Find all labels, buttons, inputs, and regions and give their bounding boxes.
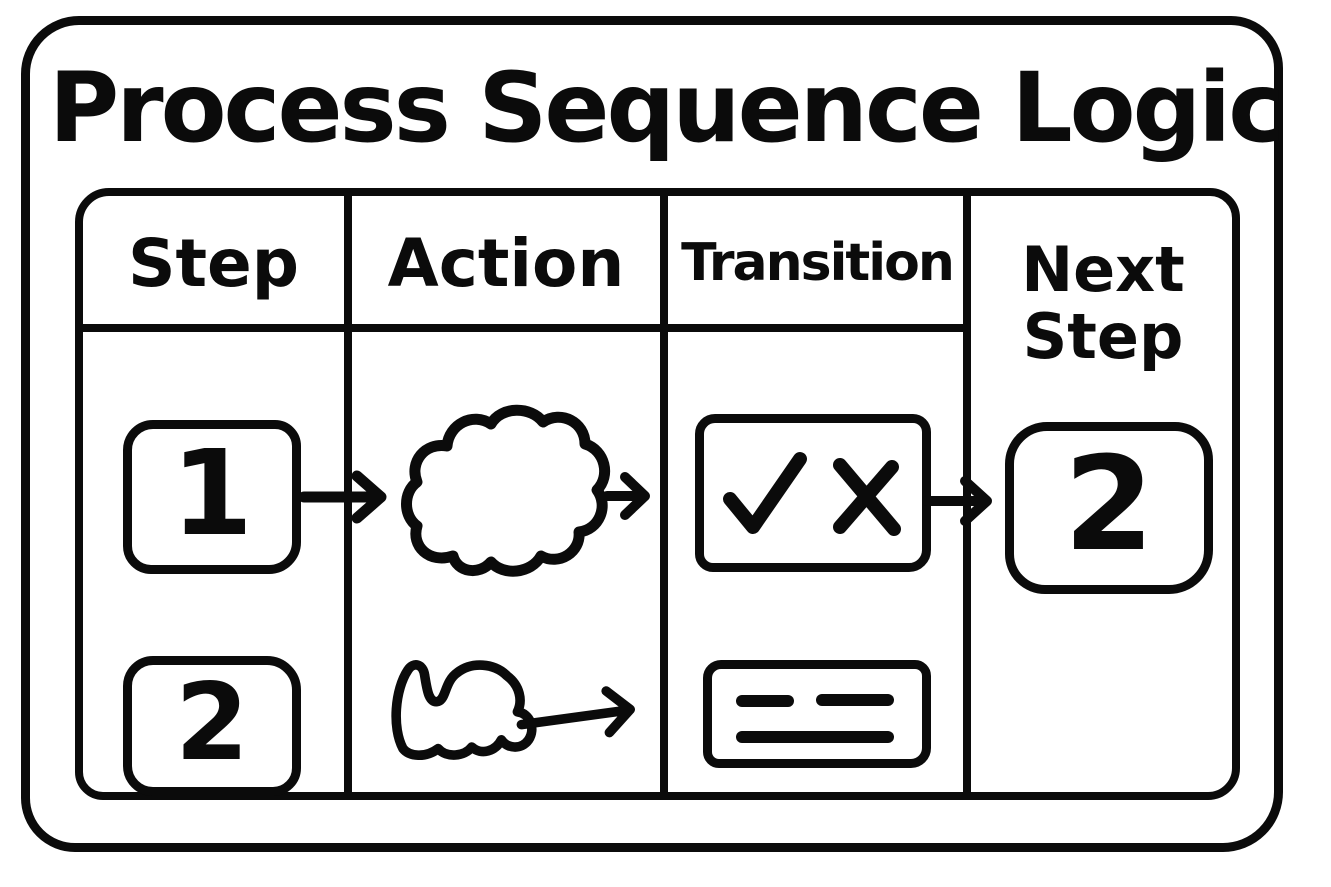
right-arrow-icon — [603, 472, 650, 520]
page-title: Process Sequence Logic — [48, 52, 1285, 164]
check-icon — [723, 452, 807, 534]
right-arrow-icon — [299, 470, 387, 524]
step-2-node: 2 — [123, 656, 301, 796]
dashed-lines-box-icon — [703, 660, 931, 768]
step-number: 2 — [175, 660, 249, 784]
page-frame — [21, 16, 1283, 852]
right-arrow-icon — [923, 476, 992, 526]
dash-line — [816, 694, 894, 706]
decision-box — [695, 414, 931, 572]
next-step-number: 2 — [1063, 428, 1155, 580]
cloud-icon — [401, 404, 611, 577]
dash-line — [736, 695, 794, 707]
column-header-step: Step — [127, 224, 300, 302]
step-1-node: 1 — [123, 420, 301, 574]
step-number: 1 — [170, 424, 254, 562]
scribble-arrow-icon — [391, 660, 635, 760]
x-icon — [833, 458, 901, 536]
next-step-node: 2 — [1005, 422, 1213, 594]
column-divider — [963, 196, 971, 792]
dash-line — [736, 731, 894, 743]
header-underline — [83, 324, 971, 332]
column-header-action: Action — [387, 224, 625, 302]
process-table: Step Action Transition Next Step 1 — [75, 188, 1240, 800]
column-divider — [660, 196, 668, 792]
column-header-transition: Transition — [681, 233, 955, 293]
column-header-next-step: Next Step — [1021, 233, 1185, 373]
